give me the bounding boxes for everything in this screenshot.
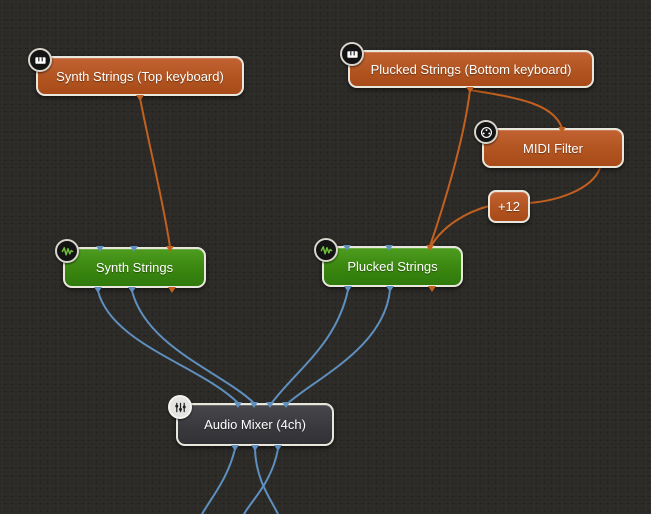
node-label: Synth Strings (Top keyboard) xyxy=(56,68,224,84)
node-badge xyxy=(340,42,364,66)
audio-wire-pluckedstrings-out1[interactable] xyxy=(270,289,349,405)
node-label: Plucked Strings xyxy=(347,259,438,274)
node-label: Audio Mixer (4ch) xyxy=(204,417,306,432)
node-badge xyxy=(168,395,192,419)
midi-plug-icon xyxy=(480,126,492,138)
audio-wire-synthstrings-out2[interactable] xyxy=(131,290,256,405)
midi-wire-midifilter-to-transpose[interactable] xyxy=(528,167,601,204)
midi-wire-transpose-to-pluckedstrings[interactable] xyxy=(430,205,490,247)
audio-wire-mixer-out3[interactable] xyxy=(243,448,279,514)
waveform-icon xyxy=(61,246,73,255)
keyboard-icon xyxy=(34,56,46,64)
node-transpose-plus-12[interactable]: +12 xyxy=(488,190,530,223)
node-badge xyxy=(28,48,52,72)
audio-wire-synthstrings-out1[interactable] xyxy=(97,290,240,405)
node-plucked-strings-instrument[interactable]: Plucked Strings xyxy=(314,238,463,287)
mixer-icon xyxy=(174,402,186,412)
keyboard-icon xyxy=(346,50,358,58)
node-badge xyxy=(314,238,338,262)
node-badge xyxy=(474,120,498,144)
node-label: Synth Strings xyxy=(95,260,174,275)
audio-wire-mixer-out1[interactable] xyxy=(201,448,236,514)
node-label: MIDI Filter xyxy=(523,140,583,156)
waveform-icon xyxy=(320,245,332,254)
node-synth-strings-top-keyboard[interactable]: Synth Strings (Top keyboard) xyxy=(28,48,244,96)
node-synth-strings-instrument[interactable]: Synth Strings xyxy=(55,239,206,288)
node-label: Plucked Strings (Bottom keyboard) xyxy=(370,61,572,77)
node-label: +12 xyxy=(497,199,521,214)
midi-wire-topkeyboard-to-synthstrings[interactable] xyxy=(139,97,171,248)
audio-wire-pluckedstrings-out2[interactable] xyxy=(286,289,391,405)
audio-wire-mixer-out2[interactable] xyxy=(254,448,279,514)
node-audio-mixer-4ch[interactable]: Audio Mixer (4ch) xyxy=(168,395,334,446)
midi-wire-bottomkeyboard-to-pluckedstrings[interactable] xyxy=(429,89,471,247)
node-badge xyxy=(55,239,79,263)
node-midi-filter[interactable]: MIDI Filter xyxy=(474,120,624,168)
node-plucked-strings-bottom-keyboard[interactable]: Plucked Strings (Bottom keyboard) xyxy=(340,42,594,88)
